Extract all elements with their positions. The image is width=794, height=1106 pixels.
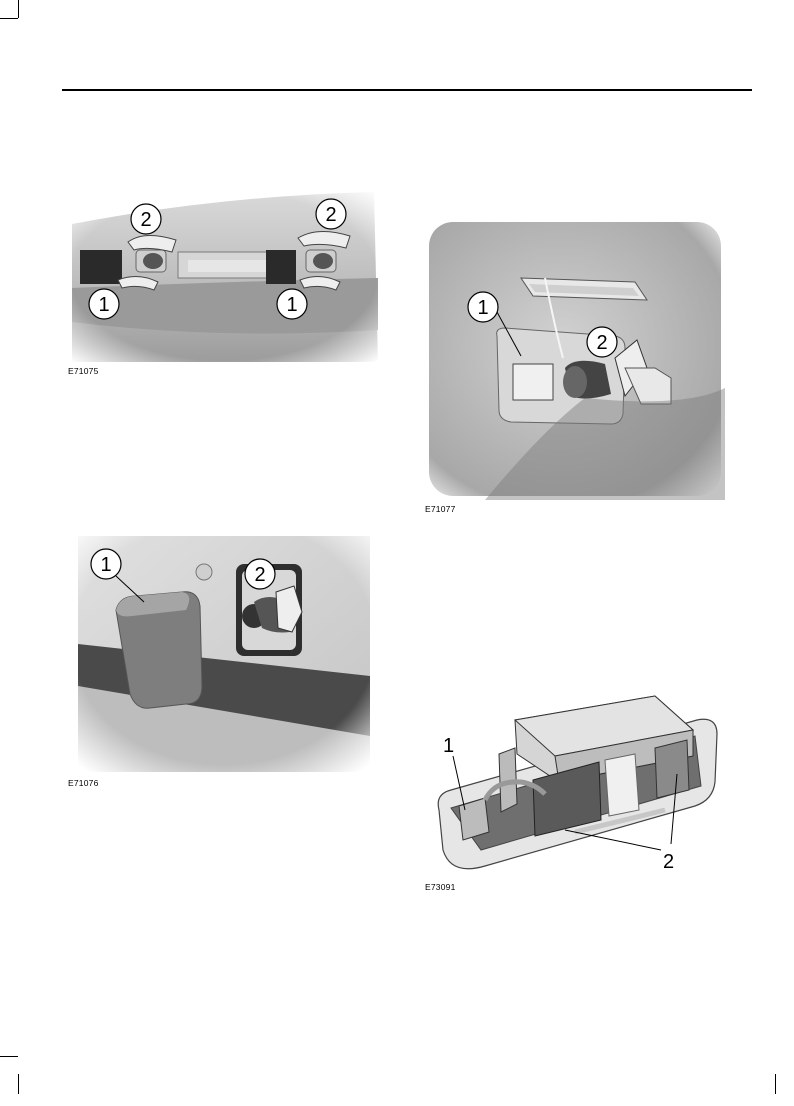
crop-mark-bottom-left-v	[18, 1074, 19, 1094]
callout-2: 2	[596, 332, 607, 354]
callout-1-right: 1	[286, 294, 297, 316]
figure-code: E73091	[425, 882, 456, 892]
figure-code: E71075	[68, 366, 99, 376]
figure-e71075: 2 2 1 1 E71075	[68, 190, 380, 362]
callout-1: 1	[443, 735, 454, 757]
figure-e71077: 1 2 E71077	[425, 218, 725, 500]
illustration-e71076: 1 2	[78, 536, 370, 772]
header-rule	[62, 89, 752, 91]
callout-2-left: 2	[140, 209, 151, 231]
illustration-e71075: 2 2 1 1	[68, 190, 380, 362]
callout-2-right: 2	[325, 204, 336, 226]
callout-1-left: 1	[98, 294, 109, 316]
crop-mark-bottom-left	[0, 1056, 18, 1057]
illustration-e71077: 1 2	[425, 218, 725, 500]
figure-code: E71077	[425, 504, 456, 514]
crop-mark-top-left-v	[18, 0, 19, 18]
callout-2: 2	[254, 564, 265, 586]
figure-e71076: 1 2 E71076	[78, 536, 370, 772]
callout-1: 1	[477, 297, 488, 319]
illustration-e73091: 1 2	[425, 690, 725, 880]
figure-e73091: 1 2 E73091	[425, 690, 725, 880]
callout-1: 1	[100, 554, 111, 576]
callout-2: 2	[663, 851, 674, 873]
figure-code: E71076	[68, 778, 99, 788]
crop-mark-top-left	[0, 18, 18, 19]
crop-mark-bottom-right-v	[775, 1074, 776, 1094]
